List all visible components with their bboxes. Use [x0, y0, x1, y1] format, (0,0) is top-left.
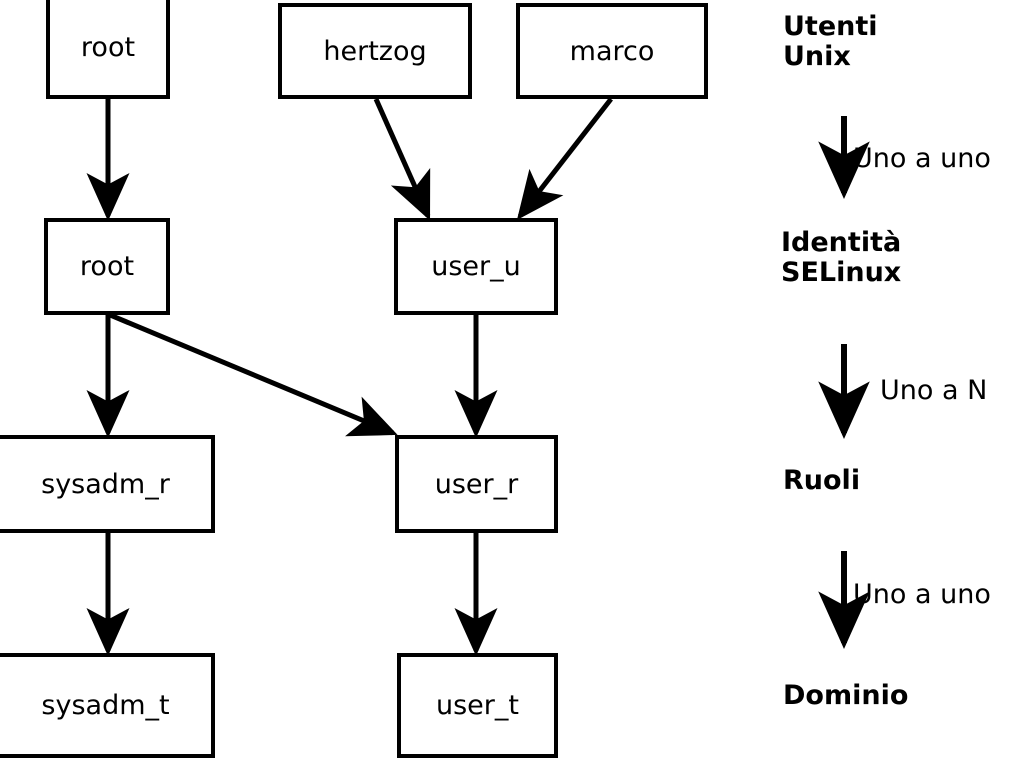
node-identity-user-u[interactable]: user_u — [394, 218, 558, 315]
node-label: user_u — [431, 251, 521, 282]
legend-level-dominio: Dominio — [783, 680, 909, 711]
node-domain-user-t[interactable]: user_t — [397, 653, 558, 758]
node-domain-sysadm-t[interactable]: sysadm_t — [0, 653, 215, 758]
node-identity-root[interactable]: root — [44, 218, 170, 315]
node-label: root — [80, 32, 136, 63]
edge-identity-root-to-user-r — [109, 312, 398, 437]
node-label: root — [79, 251, 135, 282]
legend-relation-one-to-one-top: Uno a uno — [853, 143, 991, 174]
node-label: hertzog — [323, 35, 427, 67]
node-unix-hertzog[interactable]: hertzog — [278, 3, 472, 99]
legend-level-utenti-unix: Utenti Unix — [783, 11, 878, 72]
node-role-user-r[interactable]: user_r — [395, 435, 558, 533]
node-unix-marco[interactable]: marco — [516, 3, 708, 99]
legend-level-identita-selinux: Identità SELinux — [781, 227, 902, 288]
edge-marco-to-user-u — [516, 97, 613, 220]
legend-level-ruoli: Ruoli — [783, 465, 861, 496]
node-unix-root[interactable]: root — [46, 0, 170, 99]
node-label: user_r — [434, 468, 519, 500]
node-label: sysadm_t — [41, 690, 170, 721]
edge-hertzog-to-user-u — [373, 97, 431, 221]
node-role-sysadm-r[interactable]: sysadm_r — [0, 435, 215, 533]
legend-relation-one-to-n: Uno a N — [880, 375, 988, 406]
node-label: sysadm_r — [41, 468, 170, 500]
node-label: user_t — [436, 690, 519, 721]
legend-relation-one-to-one-bottom: Uno a uno — [853, 579, 991, 610]
node-label: marco — [569, 35, 655, 67]
